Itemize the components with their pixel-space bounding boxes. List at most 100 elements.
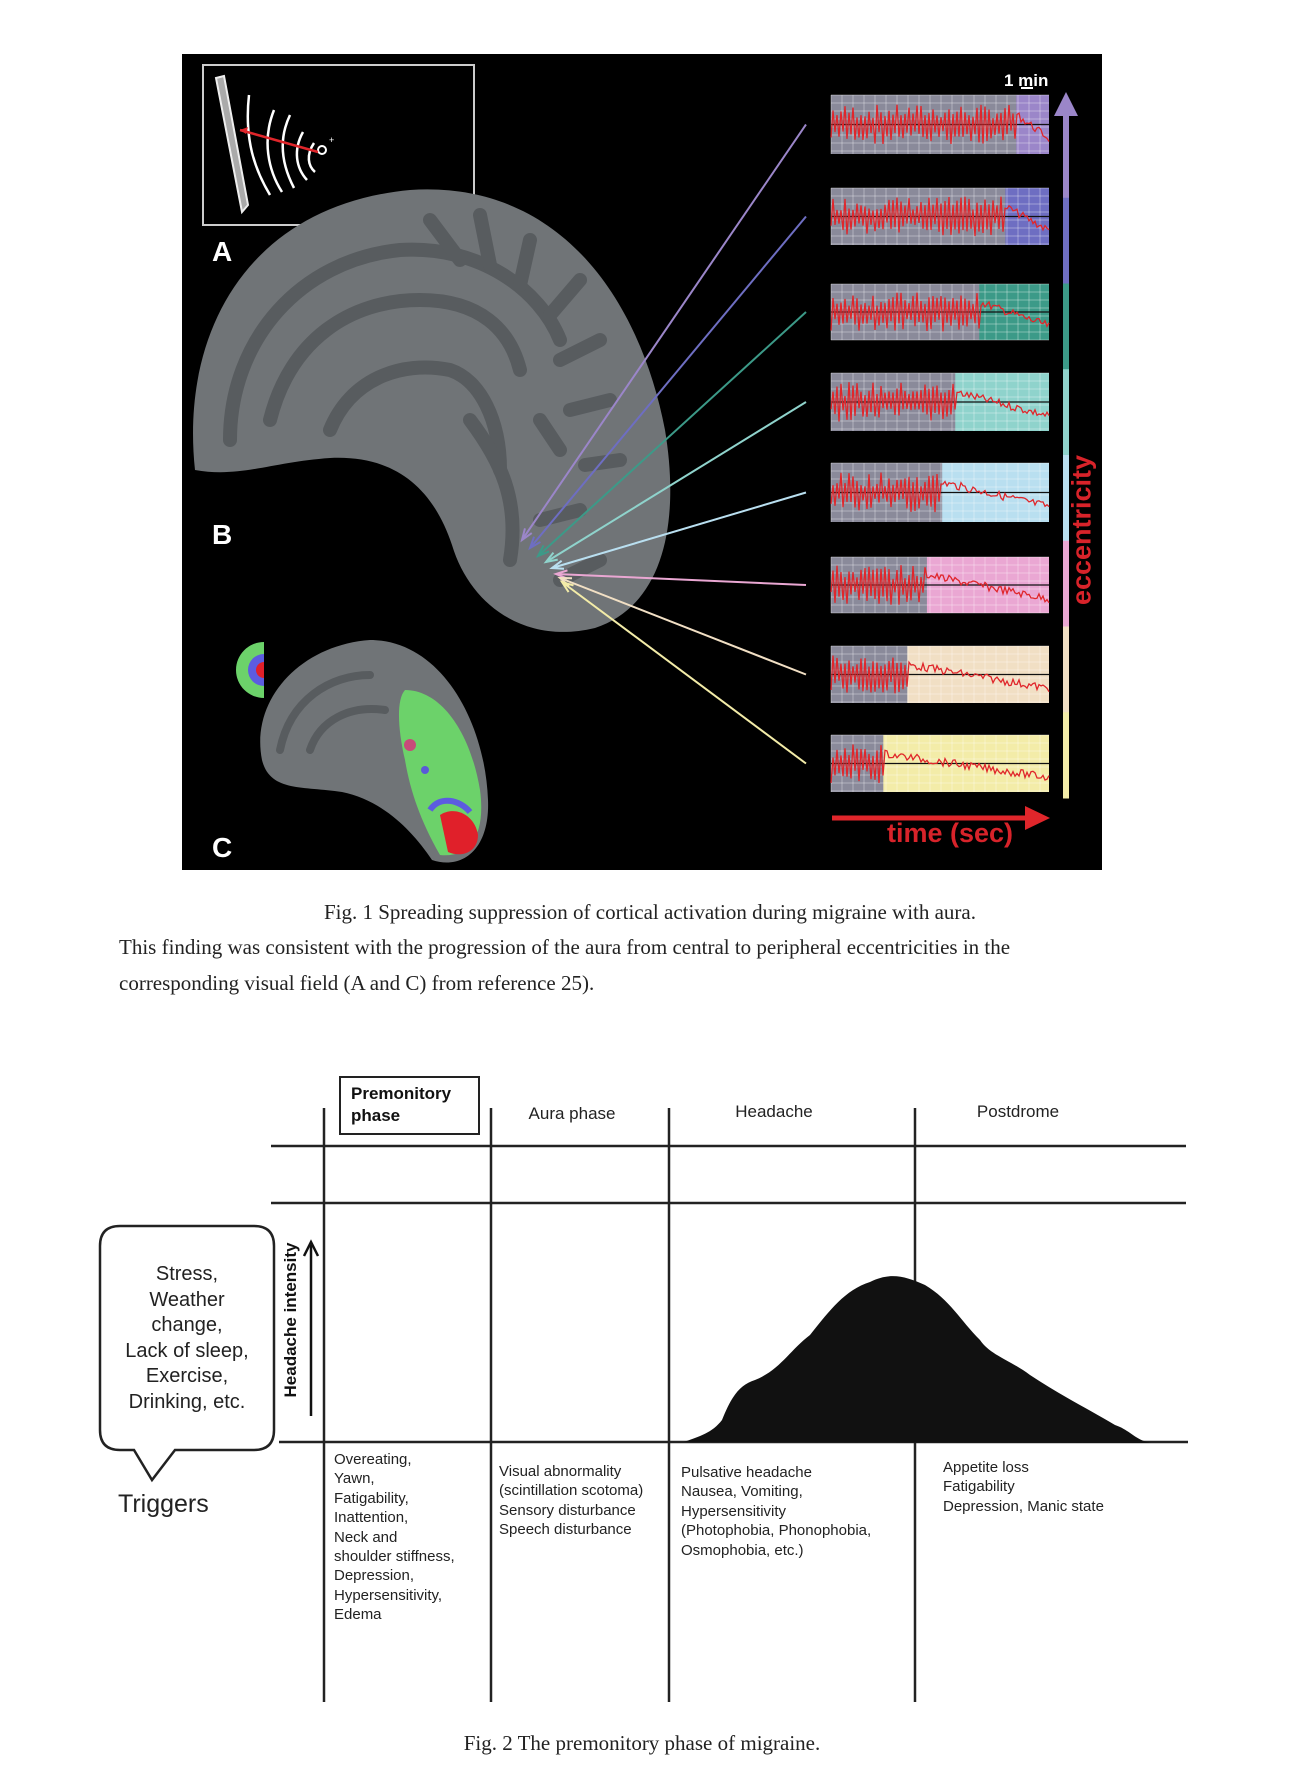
eccentricity-arrow [555, 573, 807, 586]
symptom-item: Overeating, [334, 1451, 412, 1468]
red-arrow [239, 128, 319, 154]
eccentricity-bar-segment [1063, 626, 1069, 713]
trigger-item: Stress, [155, 1263, 219, 1285]
header-premonitory-phase: Premonitory phase [351, 1083, 451, 1127]
phase-grid [271, 1108, 1188, 1702]
arrowhead [543, 551, 558, 564]
trace-panel [830, 283, 1050, 341]
eccentricity-bar-segment [1063, 112, 1069, 199]
eccentricity-bar-segment [1063, 197, 1069, 284]
eccentricity-arrow-bar [1054, 92, 1078, 799]
trigger-item: change, [151, 1314, 223, 1336]
eccentricity-bar-segment [1063, 712, 1069, 799]
symptom-item: Fatigability [943, 1478, 1015, 1496]
symptom-item: Fatigability, [334, 1489, 409, 1507]
figure-1-image: + [182, 54, 1102, 870]
fmri-traces [830, 94, 1050, 792]
trace-panel [830, 372, 1050, 431]
trigger-item: Weather [149, 1288, 225, 1311]
arrowhead [553, 569, 568, 580]
symptom-item: shoulder stiffness, [334, 1548, 455, 1566]
symptom-item: (Photophobia, Phonophobia, [681, 1522, 872, 1540]
header-postdrome: Postdrome [976, 1102, 1060, 1121]
symptom-item: Pulsative headache [681, 1464, 812, 1481]
symptom-item: (scintillation scotoma) [499, 1482, 644, 1500]
figure-1-caption-title: Fig. 1 Spreading suppression of cortical… [323, 900, 976, 924]
bold-signal-trace [830, 196, 1050, 237]
bold-signal-trace [830, 744, 1050, 784]
arrowhead [520, 528, 533, 543]
header-headache: Headache [735, 1102, 813, 1121]
header-premonitory-line2: phase [351, 1106, 401, 1125]
symptom-item: Speech disturbance [499, 1521, 632, 1539]
visual-field-hemidisc-icon [236, 642, 264, 698]
eccentricity-arrow [551, 491, 807, 569]
symptom-item: Hypersensitivity [681, 1502, 787, 1520]
eccentricity-bar-segment [1063, 369, 1069, 456]
aura-symptoms: Visual abnormality (scintillation scotoma… [499, 1462, 643, 1540]
eccentricity-arrow [529, 215, 807, 549]
symptom-item: Neck and [334, 1528, 398, 1546]
bold-signal-trace [830, 382, 1050, 422]
premonitory-symptoms: Overeating, Yawn,Fatigability, Inattention… [334, 1450, 455, 1625]
trace-panel [830, 556, 1050, 614]
headache-intensity-curve [684, 1276, 1151, 1443]
trigger-item: Drinking, etc. [128, 1390, 246, 1413]
bold-signal-trace [830, 655, 1050, 694]
figure-2-caption: Fig. 2 The premonitory phase of migraine… [463, 1731, 821, 1755]
eccentricity-arrow [561, 581, 807, 765]
triggers-speech-bubble [98, 1224, 276, 1483]
eccentricity-arrow [537, 311, 807, 557]
symptom-item: Edema [334, 1606, 382, 1624]
eccentricity-arrow [521, 123, 807, 541]
symptom-item: Sensory disturbance [499, 1501, 636, 1519]
eccentricity-arrow [545, 401, 807, 563]
symptom-item: Yawn, [334, 1470, 375, 1488]
symptom-item: Depression, [334, 1567, 415, 1585]
scotoma-band [214, 74, 250, 215]
figure-1-caption-line-2: corresponding visual field (A and C) fro… [119, 971, 595, 995]
symptom-item: Nausea, Vomiting, [681, 1483, 803, 1501]
header-aura-phase: Aura phase [528, 1104, 616, 1123]
trigger-item: Lack of sleep, [125, 1339, 249, 1362]
panel-label-c: C [212, 832, 233, 863]
figure-1-graphic: + [193, 64, 1078, 863]
time-arrow [832, 806, 1050, 830]
bold-signal-trace [830, 104, 1050, 144]
symptom-item: Visual abnormality [499, 1463, 622, 1480]
headache-intensity-label: Headache intensity [281, 1242, 300, 1398]
symptom-item: Appetite loss [943, 1459, 1029, 1476]
bold-signal-trace [830, 472, 1050, 513]
triggers-label: Triggers [118, 1490, 209, 1518]
trace-panel [830, 645, 1050, 703]
eccentricity-bar-segment [1063, 540, 1069, 627]
header-premonitory-line1: Premonitory [351, 1084, 452, 1103]
visual-field-inset: + [202, 64, 475, 226]
arrowhead [528, 536, 541, 551]
eccentricity-arrowhead [1054, 92, 1078, 116]
panel-label-b: B [212, 519, 233, 550]
trace-panel [830, 94, 1050, 154]
arrowhead [549, 560, 565, 570]
cortex-surface-c [260, 640, 489, 863]
symptom-item: Inattention, [334, 1509, 409, 1527]
symptom-item: Depression, Manic state [943, 1497, 1104, 1515]
time-label: time (sec) [886, 818, 1014, 848]
arrowhead [535, 544, 550, 558]
eccentricity-bar-segment [1063, 455, 1069, 542]
eccentricity-arrow [559, 577, 807, 676]
symptom-item: Osmophobia, etc.) [681, 1541, 804, 1559]
arrowhead [559, 580, 574, 593]
panel-label-a: A [212, 236, 233, 267]
svg-text:+: + [329, 135, 334, 145]
premonitory-header-box [339, 1076, 480, 1135]
trace-panel [830, 187, 1050, 245]
bold-signal-trace [830, 565, 1050, 605]
bold-signal-trace [830, 292, 1050, 332]
figure-1-caption-line-1: This finding was consistent with the pro… [119, 935, 1011, 959]
symptom-item: Hypersensitivity, [334, 1586, 443, 1604]
